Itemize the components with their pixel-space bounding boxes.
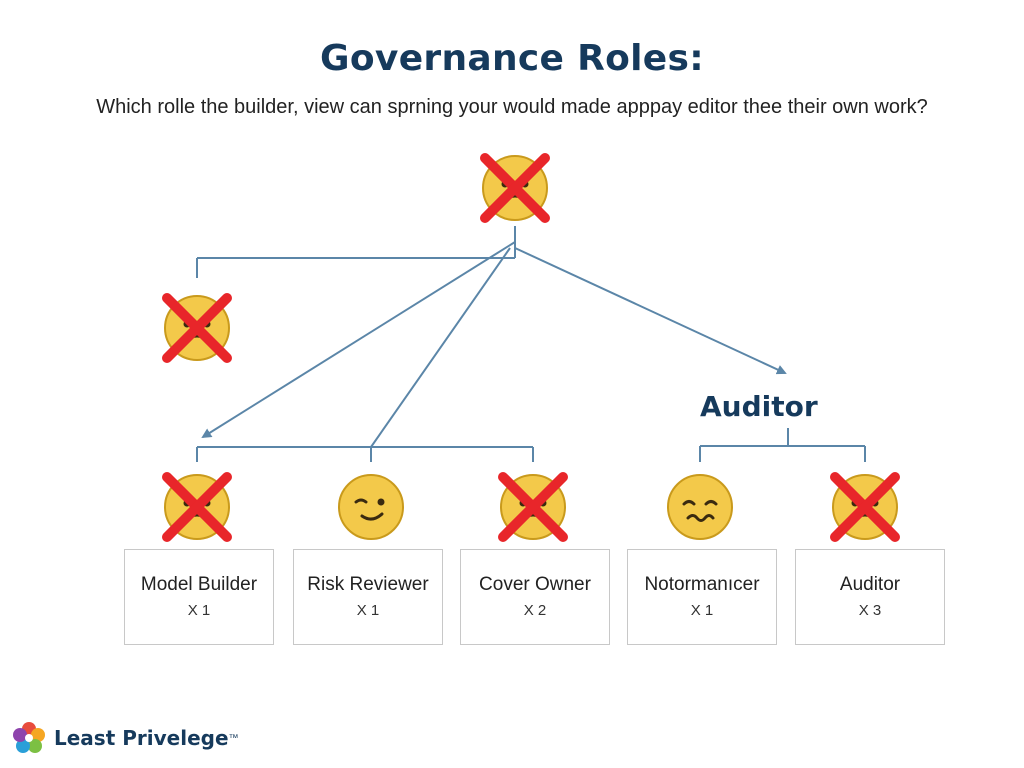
left-node-crossed-out-face-icon	[161, 292, 233, 364]
role-card-notormanicer: Notormanıcer X 1	[627, 549, 777, 645]
role-card-auditor: Auditor X 3	[795, 549, 945, 645]
role-name: Cover Owner	[479, 574, 591, 595]
role-name: Risk Reviewer	[307, 574, 429, 595]
page-title: Governance Roles:	[320, 38, 704, 79]
role-card-risk-reviewer: Risk Reviewer X 1	[293, 549, 443, 645]
role-card-cover-owner: Cover Owner X 2	[460, 549, 610, 645]
trademark-symbol: ™	[228, 732, 239, 744]
role-count: X 1	[356, 602, 380, 619]
connector-to-reviewer	[370, 247, 511, 448]
brand-name: Least Privelege	[54, 726, 229, 750]
auditor-crossed-out-face-icon	[829, 471, 901, 543]
auditor-group-label: Auditor	[700, 390, 818, 423]
risk-reviewer-winking-face-icon	[335, 471, 407, 543]
role-count: X 1	[690, 602, 714, 619]
role-count: X 2	[523, 602, 547, 619]
cover-owner-crossed-out-face-icon	[497, 471, 569, 543]
role-count: X 3	[858, 602, 882, 619]
role-name: Model Builder	[140, 574, 258, 595]
role-card-model-builder: Model Builder X 1	[124, 549, 274, 645]
model-builder-crossed-out-face-icon	[161, 471, 233, 543]
role-name: Notormanıcer	[644, 574, 760, 595]
connector-arrow-auditor	[514, 247, 787, 375]
question-text: Which rolle the builder, view can sprnin…	[96, 96, 928, 118]
flower-logo-icon	[13, 722, 45, 753]
connector-arrow-builders	[201, 241, 516, 439]
role-count: X 1	[187, 602, 211, 619]
role-name: Auditor	[839, 574, 901, 595]
notormanicer-worried-face-icon	[664, 471, 736, 543]
top-node-crossed-out-face-icon	[479, 152, 551, 224]
